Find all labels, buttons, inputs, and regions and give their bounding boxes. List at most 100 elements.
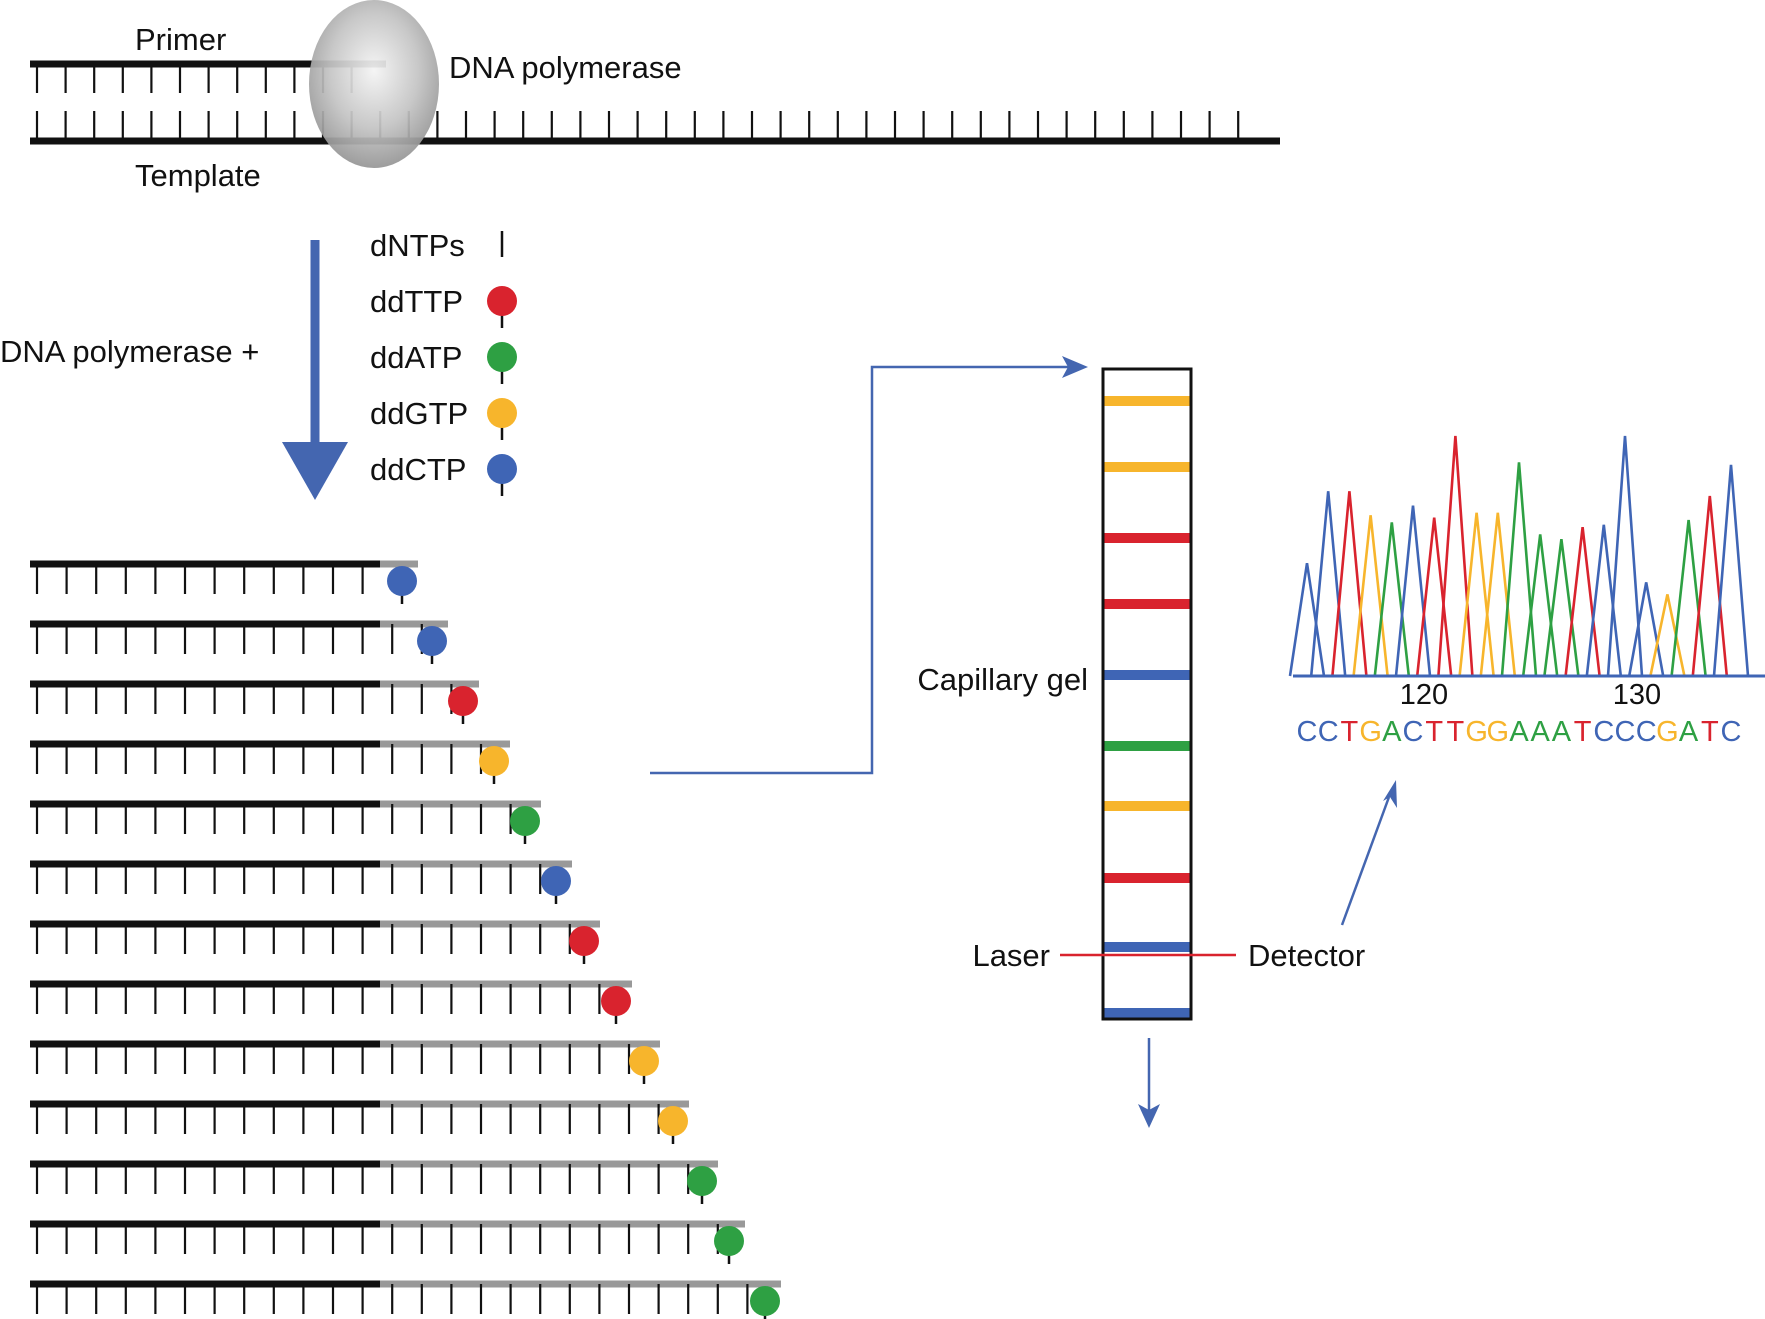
gel-band-T xyxy=(1104,533,1190,543)
terminator-G-circle xyxy=(479,746,509,776)
trace-peak-T xyxy=(1415,517,1453,677)
terminator-C-circle xyxy=(417,626,447,656)
terminator-G-circle xyxy=(629,1046,659,1076)
trace-peak-C xyxy=(1606,435,1644,677)
gel-band-T xyxy=(1104,873,1190,883)
trace-peak-A xyxy=(1500,462,1538,677)
reagent-label: ddATP xyxy=(370,340,462,375)
trace-peak-G xyxy=(1479,512,1517,677)
base-call-C: C xyxy=(1721,716,1742,748)
terminator-A-circle xyxy=(510,806,540,836)
reagent-label: ddGTP xyxy=(370,396,468,431)
gel-band-C xyxy=(1104,1008,1190,1018)
terminator-T-circle xyxy=(448,686,478,716)
terminator-A-circle xyxy=(687,1166,717,1196)
fragment-13 xyxy=(30,1280,781,1319)
base-call-C: C xyxy=(1593,716,1614,748)
trace-peak-C xyxy=(1585,524,1623,677)
trace-peak-T xyxy=(1437,435,1474,677)
reaction-step: DNA polymerase + dNTPs ddTTP ddATP ddGTP ddC… xyxy=(0,228,517,500)
fragment-8 xyxy=(30,980,632,1024)
detector-label: Detector xyxy=(1248,938,1365,973)
laser-label: Laser xyxy=(972,938,1050,973)
fragment-4 xyxy=(30,740,510,784)
trace-peak-T xyxy=(1564,527,1601,677)
base-call-C: C xyxy=(1318,716,1339,748)
base-call-C: C xyxy=(1297,716,1318,748)
tick-label-130: 130 xyxy=(1613,679,1661,711)
capillary-tube xyxy=(1101,367,1193,1021)
trace-peak-C xyxy=(1309,491,1347,677)
terminator-T-circle xyxy=(569,926,599,956)
fragment-10 xyxy=(30,1100,689,1144)
trace-peak-A xyxy=(1670,519,1707,677)
terminator-T-circle xyxy=(601,986,631,1016)
reagent-legend: dNTPs ddTTP ddATP ddGTP ddCTP xyxy=(370,228,517,496)
primer-template-duplex: Primer Template DNA polymerase xyxy=(30,0,1280,193)
terminator-A-circle xyxy=(750,1286,780,1316)
base-call-T: T xyxy=(1341,716,1359,748)
reagent-label: dNTPs xyxy=(370,228,465,263)
connector-arrow-line xyxy=(650,365,1070,775)
base-call-T: T xyxy=(1447,716,1465,748)
gel-band-A xyxy=(1104,741,1190,751)
chromatogram-traces xyxy=(1288,435,1750,677)
gel-bands xyxy=(1104,396,1190,1018)
gel-band-C xyxy=(1104,942,1190,952)
tick-label-120: 120 xyxy=(1400,679,1448,711)
base-call-C: C xyxy=(1615,716,1636,748)
trace-peak-A xyxy=(1543,539,1580,677)
base-call-C: C xyxy=(1636,716,1657,748)
fragment-6 xyxy=(30,860,572,904)
fragment-5 xyxy=(30,800,541,844)
trace-peak-C xyxy=(1712,464,1750,677)
base-call-A: A xyxy=(1679,716,1699,748)
trace-peak-T xyxy=(1691,495,1729,677)
terminator-A-circle xyxy=(714,1226,744,1256)
trace-peak-C xyxy=(1288,563,1326,677)
base-call-T: T xyxy=(1701,716,1719,748)
trace-peak-C xyxy=(1394,505,1432,677)
trace-peak-C xyxy=(1627,582,1665,677)
base-call-A: A xyxy=(1531,716,1551,748)
terminator-C-circle xyxy=(541,866,571,896)
base-call-A: A xyxy=(1509,716,1529,748)
capillary-gel-label: Capillary gel xyxy=(917,662,1088,697)
fragment-9 xyxy=(30,1040,660,1084)
dd-T-circle-icon xyxy=(487,286,517,316)
fragment-ladder xyxy=(30,560,781,1319)
connector-arrow-head xyxy=(1062,356,1088,378)
reagent-label: ddCTP xyxy=(370,452,466,487)
template-label: Template xyxy=(135,158,261,193)
base-call-G: G xyxy=(1465,716,1488,748)
fragment-11 xyxy=(30,1160,718,1204)
base-call-G: G xyxy=(1487,716,1510,748)
fragment-7 xyxy=(30,920,600,964)
primer-label: Primer xyxy=(135,22,226,57)
fragment-12 xyxy=(30,1220,745,1264)
capillary-gel: Capillary gel Laser Detector xyxy=(917,367,1365,1128)
base-call-T: T xyxy=(1574,716,1592,748)
gel-band-C xyxy=(1104,670,1190,680)
detector-arrow-head xyxy=(1383,780,1397,808)
terminator-G-circle xyxy=(658,1106,688,1136)
base-call-A: A xyxy=(1382,716,1402,748)
reaction-arrow-head xyxy=(282,442,348,500)
gel-band-G xyxy=(1104,801,1190,811)
reagent-label: ddTTP xyxy=(370,284,463,319)
trace-peak-A xyxy=(1373,522,1411,677)
dna-polymerase-blob xyxy=(309,0,439,168)
fragment-3 xyxy=(30,680,479,724)
trace-peak-G xyxy=(1649,594,1686,677)
gel-band-G xyxy=(1104,396,1190,406)
dd-A-circle-icon xyxy=(487,342,517,372)
fragment-1 xyxy=(30,560,418,604)
gel-band-T xyxy=(1104,599,1190,609)
detector-arrow-line xyxy=(1340,796,1391,926)
dna-polymerase-plus-label: DNA polymerase + xyxy=(0,334,259,369)
template-base-ticks xyxy=(35,111,1240,141)
gel-band-G xyxy=(1104,462,1190,472)
